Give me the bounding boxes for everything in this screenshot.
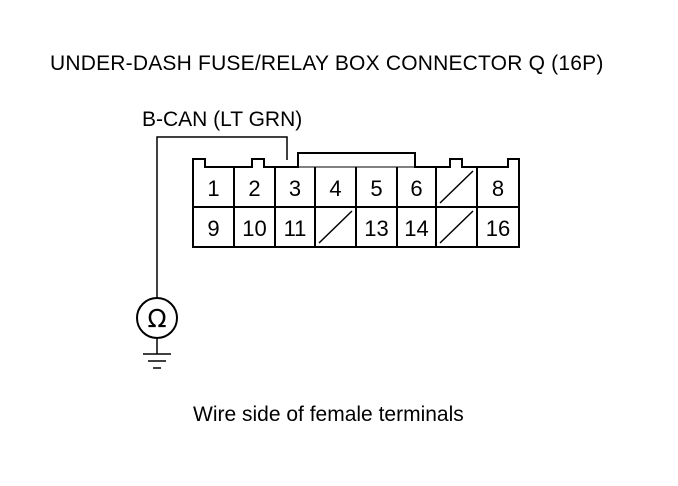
pin-number: 6 (410, 176, 422, 201)
diagram-caption: Wire side of female terminals (193, 403, 464, 426)
pin-number: 16 (486, 216, 510, 241)
empty-cavity-slash (439, 210, 474, 244)
ohm-symbol: Ω (147, 304, 166, 333)
pin-number: 9 (207, 216, 219, 241)
pin-labels: 1 2 3 4 5 6 8 9 10 11 13 14 16 (207, 176, 510, 241)
wire-label: B-CAN (LT GRN) (142, 108, 303, 131)
pin-number: 1 (207, 176, 219, 201)
diagram-title: UNDER-DASH FUSE/RELAY BOX CONNECTOR Q (1… (50, 52, 604, 75)
pin-number: 2 (248, 176, 260, 201)
ground-icon (143, 338, 171, 369)
empty-cavity-marks (318, 170, 474, 244)
pin-number: 5 (370, 176, 382, 201)
test-wire (156, 136, 288, 298)
pin-number: 14 (404, 216, 428, 241)
pin-number: 13 (364, 216, 388, 241)
pin-number: 3 (289, 176, 301, 201)
pin-number: 10 (242, 216, 266, 241)
pin-number: 11 (284, 216, 307, 241)
ohmmeter-icon: Ω (136, 297, 178, 339)
connector-housing (192, 152, 520, 248)
cell-dividers (233, 167, 478, 247)
empty-cavity-slash (318, 210, 353, 244)
pin-number: 8 (492, 176, 504, 201)
pin-number: 4 (329, 176, 341, 201)
empty-cavity-slash (439, 170, 474, 204)
